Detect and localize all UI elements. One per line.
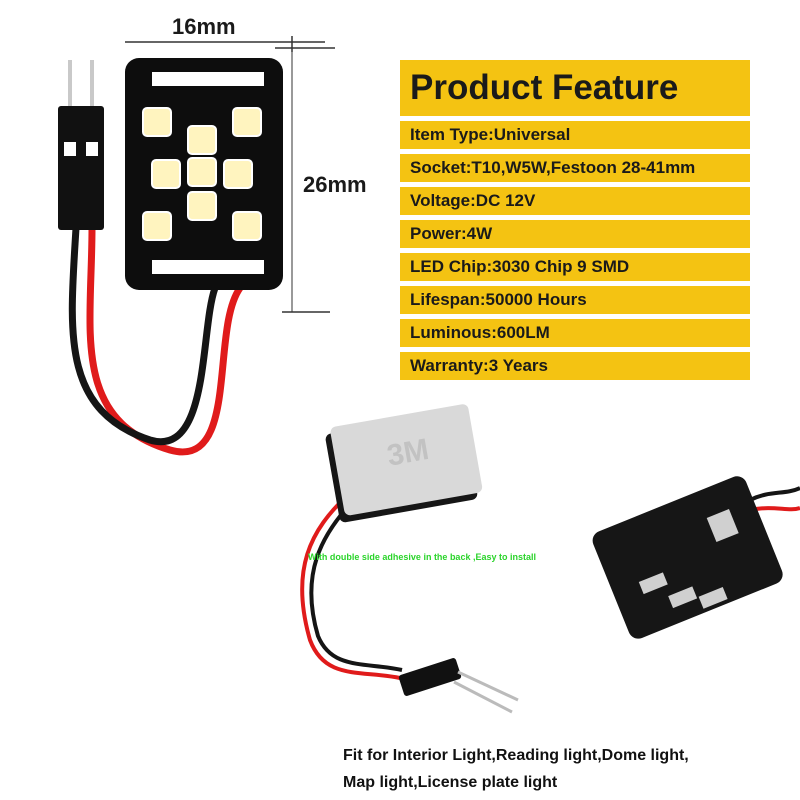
width-dimension-label: 16mm: [172, 14, 236, 39]
adhesive-back-illustration: 3M: [300, 404, 519, 714]
red-wire: [86, 227, 243, 456]
3m-logo: 3M: [385, 433, 432, 473]
smd-led-chips: [142, 107, 262, 241]
connector-plug: [58, 106, 104, 230]
feature-power: Power:4W: [400, 220, 750, 248]
adhesive-pad: [330, 404, 483, 516]
height-dimension-label: 26mm: [303, 172, 367, 197]
black-wire: [68, 227, 219, 446]
product-feature-title: Product Feature: [400, 60, 750, 116]
feature-warranty: Warranty:3 Years: [400, 352, 750, 380]
compatibility-line-1: Fit for Interior Light,Reading light,Dom…: [343, 747, 689, 764]
pcb-component-side-illustration: [592, 476, 800, 639]
feature-item-type: Item Type:Universal: [400, 121, 750, 149]
connector-plug-small: [398, 658, 462, 696]
product-feature-panel: Product Feature Item Type:Universal Sock…: [400, 60, 750, 385]
adhesive-caption: With double side adhesive in the back ,E…: [308, 552, 536, 562]
led-panel-front-illustration: [58, 36, 335, 456]
feature-lifespan: Lifespan:50000 Hours: [400, 286, 750, 314]
compatibility-text: Fit for Interior Light,Reading light,Dom…: [343, 742, 689, 796]
compatibility-line-2: Map light,License plate light: [343, 774, 558, 791]
pcb-back-board: [592, 476, 783, 639]
feature-socket: Socket:T10,W5W,Festoon 28-41mm: [400, 154, 750, 182]
feature-voltage: Voltage:DC 12V: [400, 187, 750, 215]
feature-luminous: Luminous:600LM: [400, 319, 750, 347]
feature-led-chip: LED Chip:3030 Chip 9 SMD: [400, 253, 750, 281]
